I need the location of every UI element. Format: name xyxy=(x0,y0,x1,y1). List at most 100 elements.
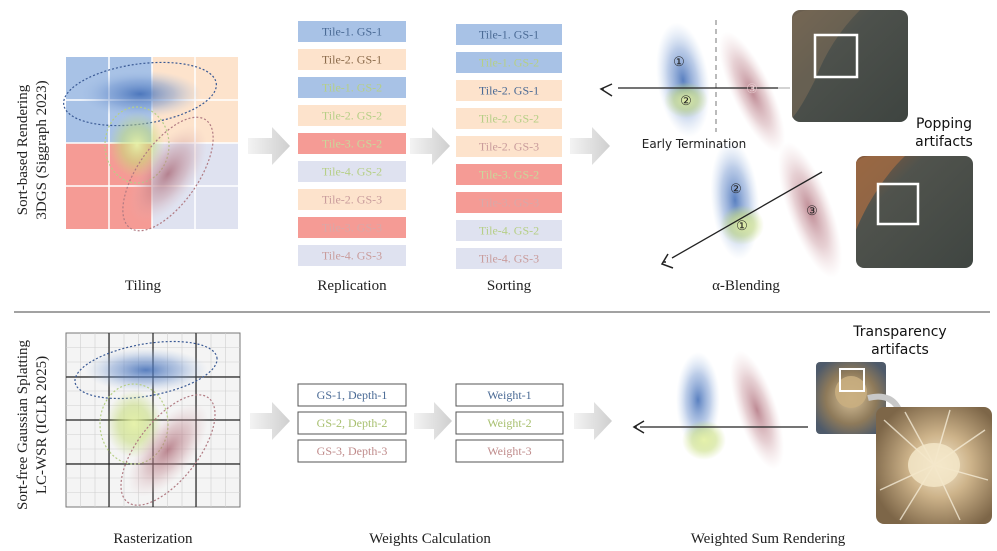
raster-gaussian-3 xyxy=(127,403,209,497)
raster-gaussian-1 xyxy=(84,348,208,392)
sorting-item-label: Tile-2. GS-1 xyxy=(479,84,539,98)
blending-lower: ② ① ③ xyxy=(660,140,843,279)
caption-blending: α-Blending xyxy=(712,278,780,294)
sorting-item-box xyxy=(456,136,562,157)
replication-item-box xyxy=(298,49,406,70)
gaussian-3-outline xyxy=(122,116,214,232)
popping-label-line2: artifacts xyxy=(915,134,973,150)
transparency-image-large xyxy=(876,407,992,524)
gaussian-1 xyxy=(78,70,202,118)
caption-tiling: Tiling xyxy=(125,278,162,294)
replication-item-label: Tile-2. GS-2 xyxy=(322,109,382,123)
blend-gaussian-1 xyxy=(656,22,710,138)
weight-item-box xyxy=(455,383,564,407)
blend-lower-gaussian-3 xyxy=(777,141,843,279)
transparency-box xyxy=(839,368,865,392)
arrow-top-2 xyxy=(410,127,450,165)
gaussian-3 xyxy=(129,125,207,223)
sorting-item-label: Tile-2. GS-2 xyxy=(479,112,539,126)
caption-weights: Weights Calculation xyxy=(369,531,491,547)
depth-item-label: GS-3, Depth-3 xyxy=(317,444,388,458)
num-3-upper: ③ xyxy=(746,81,758,96)
bottom-side-label-line2: LC-WSR (ICLR 2025) xyxy=(34,356,50,494)
weight-item-box xyxy=(455,439,564,463)
sorting-item-label: Tile-4. GS-3 xyxy=(479,252,539,266)
sorting-item-label: Tile-4. GS-2 xyxy=(479,224,539,238)
sorting-item-box xyxy=(456,52,562,73)
eye-lower-icon xyxy=(660,253,674,269)
replication-item-box xyxy=(298,21,406,42)
sorting-item-box xyxy=(456,80,562,101)
replication-item-box xyxy=(298,77,406,98)
num-1-upper: ① xyxy=(673,54,685,69)
depth-item-box xyxy=(297,383,407,407)
ws-eye-icon xyxy=(632,420,645,434)
ws-gaussian-2 xyxy=(682,420,726,460)
popping-label-line1: Popping xyxy=(916,116,972,132)
replication-item-label: Tile-1. GS-2 xyxy=(322,81,382,95)
sorting-item-box xyxy=(456,108,562,129)
bottom-side-label: Sort-free Gaussian Splatting LC-WSR (ICL… xyxy=(15,340,50,510)
arrow-bottom-2 xyxy=(414,402,452,440)
weighted-sum-panel xyxy=(632,350,808,470)
replication-item-label: Tile-4. GS-3 xyxy=(322,249,382,263)
depth-item-label: GS-1, Depth-1 xyxy=(317,388,388,402)
caption-rasterization: Rasterization xyxy=(113,531,193,547)
arrow-top-1 xyxy=(248,127,290,165)
replication-item-box xyxy=(298,133,406,154)
replication-item-box xyxy=(298,217,406,238)
depth-item-box xyxy=(297,439,407,463)
transparency-image-small xyxy=(816,362,886,434)
bottom-side-label-line1: Sort-free Gaussian Splatting xyxy=(15,340,31,510)
replication-item-label: Tile-1. GS-1 xyxy=(322,25,382,39)
raster-gaussian-3-outline xyxy=(120,394,216,506)
rasterization-panel xyxy=(65,332,241,508)
replication-item-box xyxy=(298,161,406,182)
replication-item-label: Tile-3. GS-2 xyxy=(322,137,382,151)
replication-item-label: Tile-4. GS-2 xyxy=(322,165,382,179)
top-side-label: Sort-based Rendering 3DGS (Siggraph 2023… xyxy=(15,80,50,219)
blending-upper: ① ② ③ Early Termination xyxy=(599,20,790,153)
caption-weighted-sum: Weighted Sum Rendering xyxy=(691,531,846,547)
blend-gaussian-2 xyxy=(664,82,708,118)
weight-item-label: Weight-2 xyxy=(487,416,531,430)
sorting-item-box xyxy=(456,220,562,241)
top-side-label-line1: Sort-based Rendering xyxy=(15,84,31,215)
depth-item-label: GS-2, Depth-2 xyxy=(317,416,388,430)
weight-item-label: Weight-1 xyxy=(487,388,531,402)
sorting-item-box xyxy=(456,164,562,185)
arrow-bottom-1 xyxy=(250,402,290,440)
weight-item-label: Weight-3 xyxy=(487,444,531,458)
sorting-item-label: Tile-3. GS-2 xyxy=(479,168,539,182)
transparency-label-line1: Transparency xyxy=(852,324,946,340)
popping-box-top xyxy=(813,33,859,79)
depth-list: GS-1, Depth-1GS-2, Depth-2GS-3, Depth-3 xyxy=(297,383,407,463)
arrow-bottom-3 xyxy=(574,402,612,440)
sorting-item-box xyxy=(456,24,562,45)
sorting-item-box xyxy=(456,192,562,213)
eye-icon xyxy=(599,83,613,97)
popping-image-bottom xyxy=(856,156,973,268)
num-3-lower: ③ xyxy=(806,203,818,218)
sorting-item-box xyxy=(456,248,562,269)
replication-item-label: Tile-2. GS-1 xyxy=(322,53,382,67)
num-2-lower: ② xyxy=(730,181,742,196)
replication-item-box xyxy=(298,105,406,126)
caption-sorting: Sorting xyxy=(487,278,532,294)
transparency-label-line2: artifacts xyxy=(871,342,929,358)
num-2-upper: ② xyxy=(680,93,692,108)
replication-item-box xyxy=(298,189,406,210)
ray-lower xyxy=(671,171,823,259)
depth-item-box xyxy=(297,411,407,435)
arrow-top-3 xyxy=(570,127,610,165)
replication-item-box xyxy=(298,245,406,266)
replication-item-label: Tile-3. GS-3 xyxy=(322,221,382,235)
popping-image-top xyxy=(792,10,908,122)
popping-box-bottom xyxy=(876,182,920,226)
blend-gaussian-3 xyxy=(718,31,786,153)
weight-item-box xyxy=(455,411,564,435)
ws-gaussian-3 xyxy=(730,350,784,470)
